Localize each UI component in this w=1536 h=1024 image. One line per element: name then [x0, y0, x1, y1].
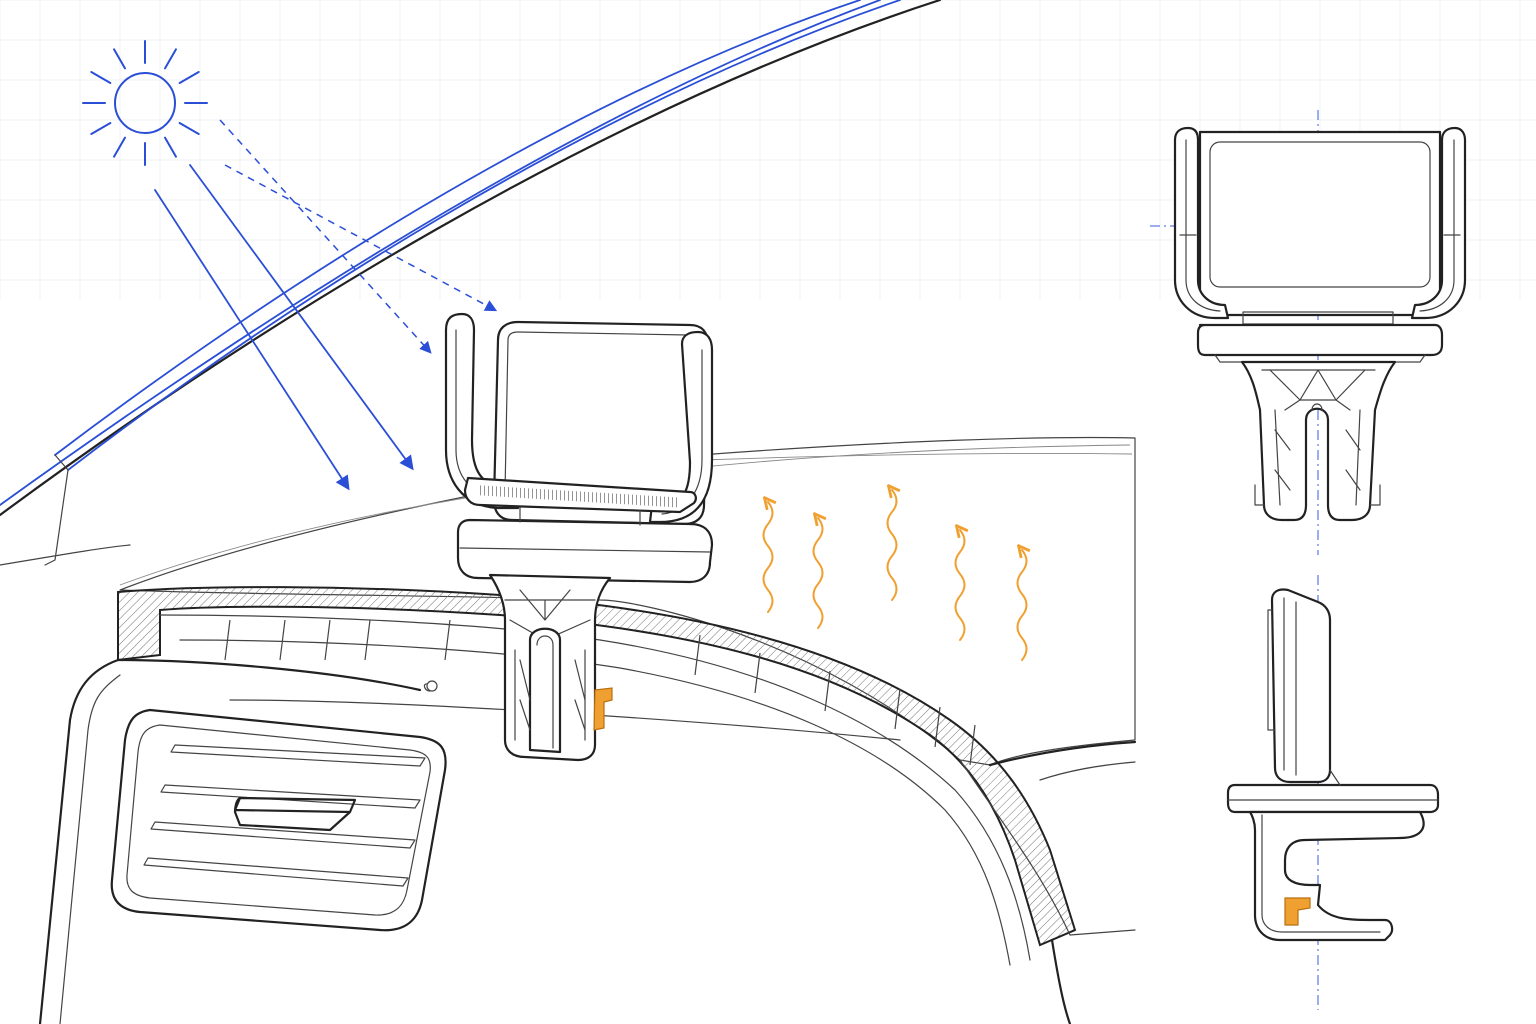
sun-ray	[164, 48, 177, 70]
side-view	[1226, 575, 1440, 1010]
front-view	[1150, 110, 1470, 555]
heat-wave-arrow	[888, 490, 897, 601]
air-vent	[110, 708, 447, 932]
windshield	[0, 0, 942, 566]
heat-wave-arrow	[764, 502, 773, 613]
phone-mount-perspective	[444, 312, 714, 762]
sun-icon	[82, 40, 208, 166]
sun-ray	[90, 71, 112, 84]
sun-ray	[178, 71, 200, 84]
sunlight-arrow	[154, 189, 350, 491]
heat-wave-arrow	[814, 518, 823, 629]
heat-waves	[764, 490, 1027, 661]
sun-ray	[113, 136, 126, 158]
grip-pad	[593, 687, 613, 731]
sunlight-arrows	[154, 119, 498, 491]
grip-pad	[1284, 897, 1311, 926]
vent-slats	[143, 744, 426, 887]
heat-wave-arrow	[1018, 550, 1027, 661]
sunlight-arrow	[189, 164, 414, 471]
sun-ray	[178, 122, 200, 135]
sun-ray	[164, 136, 177, 158]
sunlight-arrow-dashed	[219, 119, 432, 354]
heat-wave-arrow	[956, 530, 965, 641]
sun-ray	[90, 122, 112, 135]
sun-ray	[113, 48, 126, 70]
